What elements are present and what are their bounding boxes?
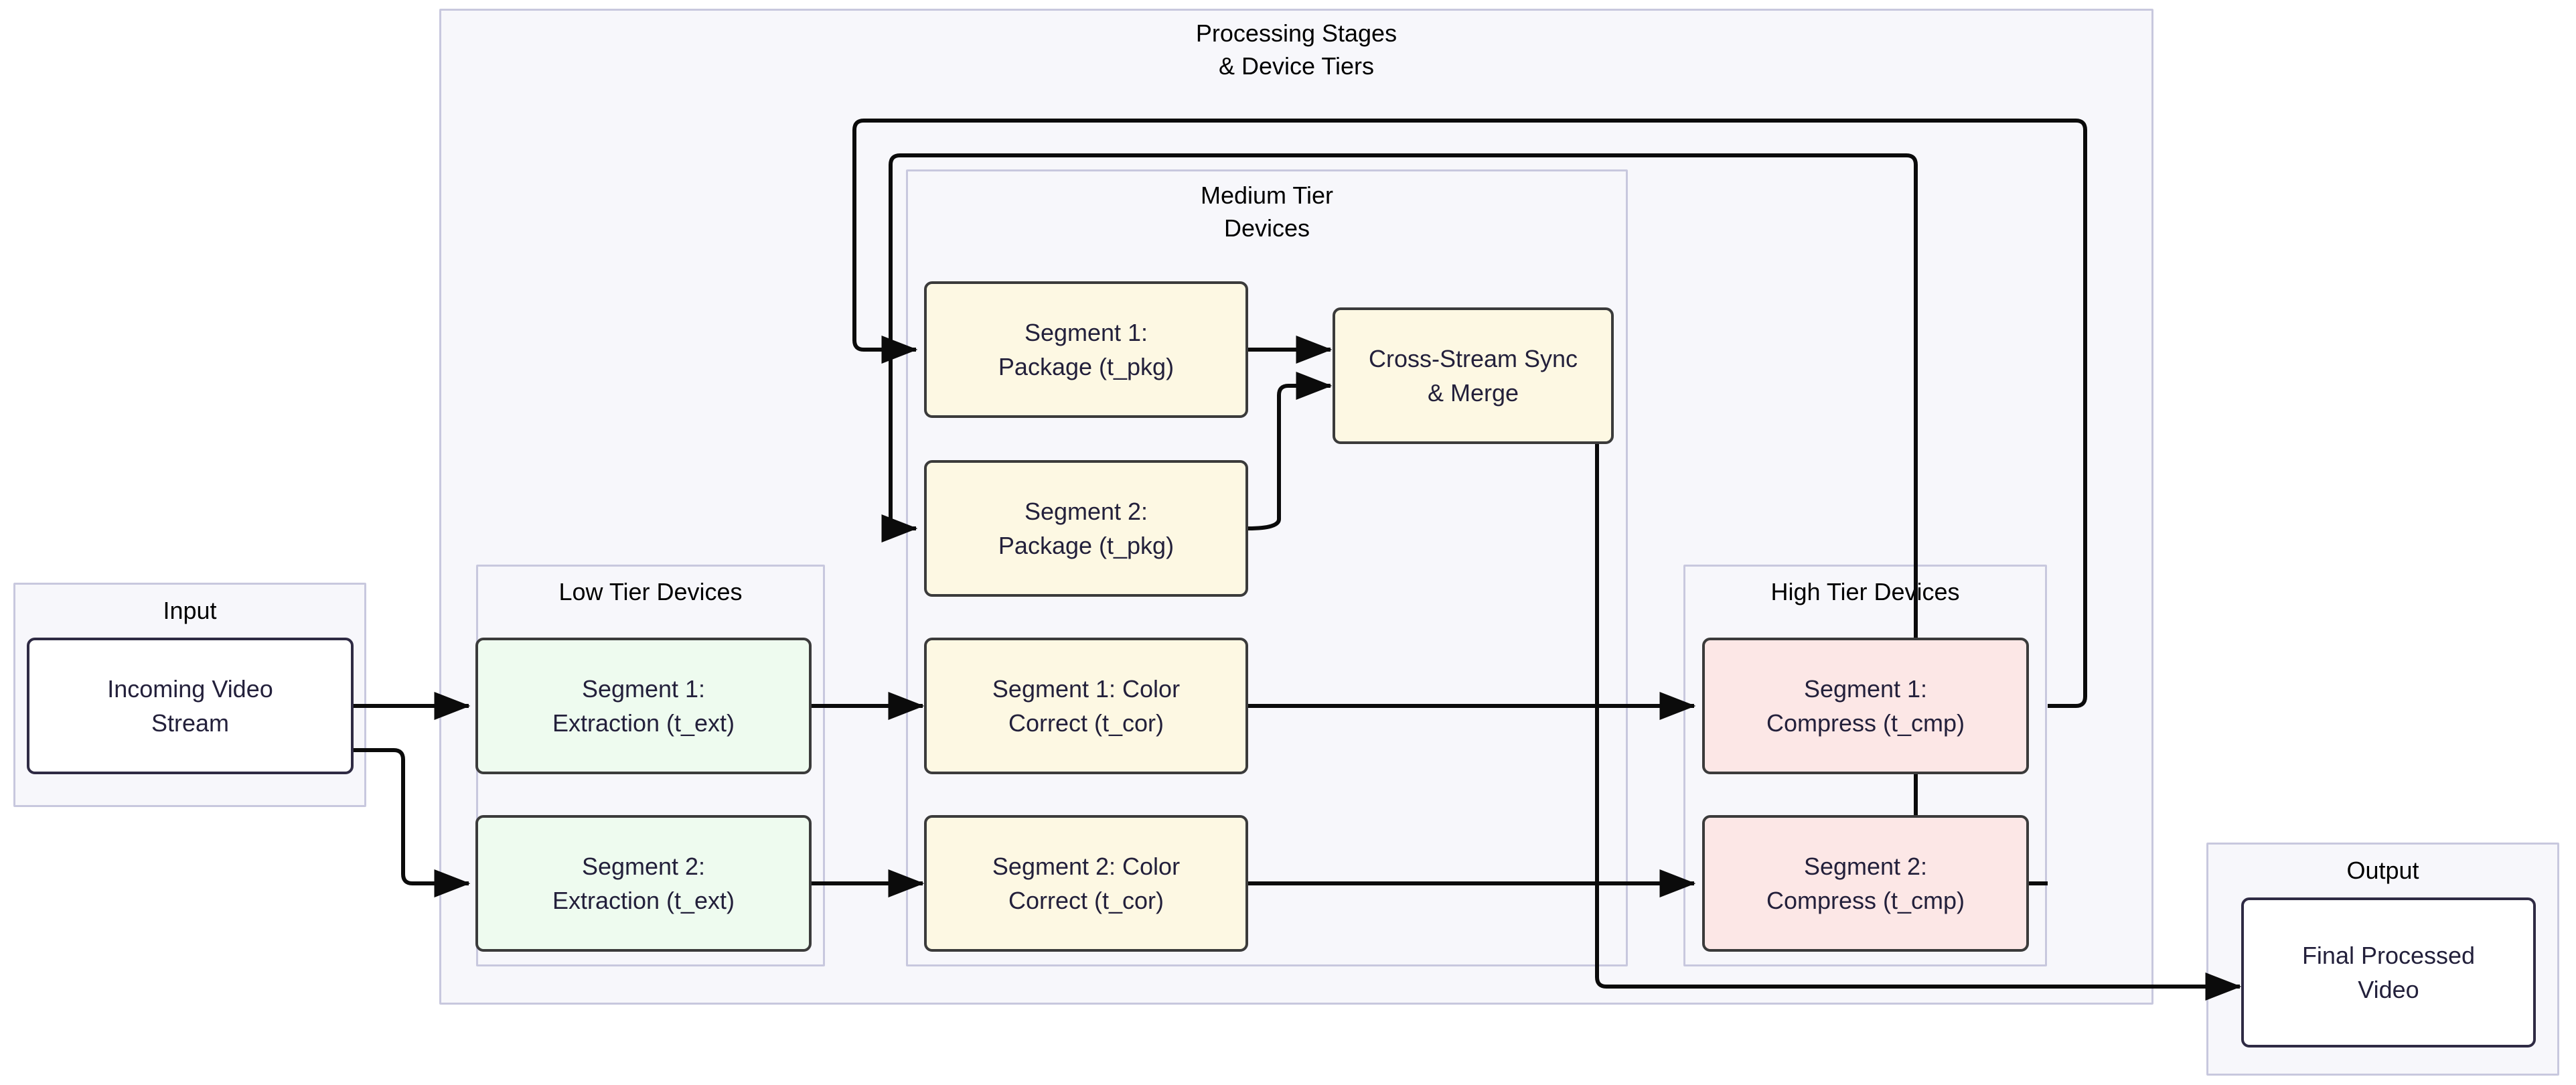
node-segment1-compress[interactable]: Segment 1: Compress (t_cmp) xyxy=(1702,638,2029,774)
node-segment2-package[interactable]: Segment 2: Package (t_pkg) xyxy=(924,460,1248,597)
node-segment2-extraction[interactable]: Segment 2: Extraction (t_ext) xyxy=(475,815,812,952)
node-segment1-extraction[interactable]: Segment 1: Extraction (t_ext) xyxy=(475,638,812,774)
node-segment1-color-correct[interactable]: Segment 1: Color Correct (t_cor) xyxy=(924,638,1248,774)
node-segment2-color-correct[interactable]: Segment 2: Color Correct (t_cor) xyxy=(924,815,1248,952)
node-cross-stream-sync-merge[interactable]: Cross-Stream Sync & Merge xyxy=(1333,307,1614,444)
node-final-processed-video[interactable]: Final Processed Video xyxy=(2241,897,2536,1047)
node-segment2-compress[interactable]: Segment 2: Compress (t_cmp) xyxy=(1702,815,2029,952)
node-segment1-package[interactable]: Segment 1: Package (t_pkg) xyxy=(924,281,1248,418)
node-incoming-video-stream[interactable]: Incoming Video Stream xyxy=(27,638,354,774)
